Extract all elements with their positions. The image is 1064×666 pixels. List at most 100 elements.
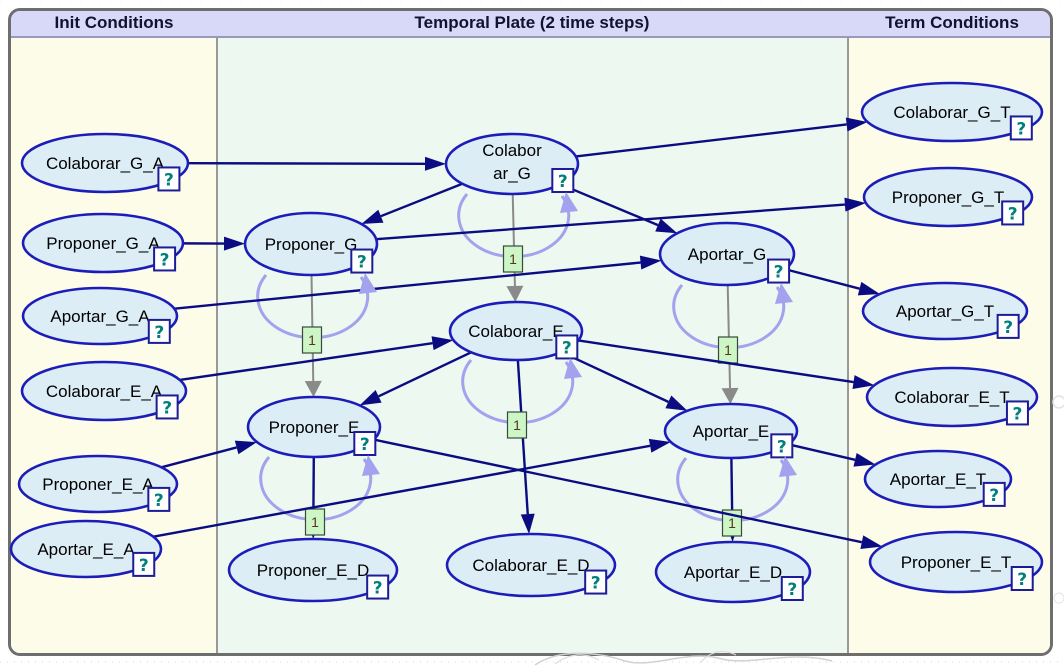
arc-colaborar_e-colaborar_e_t[interactable]: [578, 339, 875, 390]
node-ellipse[interactable]: [658, 221, 796, 287]
arc-colaborar_g_a-colaborar_g[interactable]: [187, 156, 447, 171]
node-aportar_e_t[interactable]: Aportar_E_T?: [863, 449, 1013, 509]
arc-line[interactable]: [153, 444, 651, 538]
node-ellipse[interactable]: [663, 402, 799, 460]
node-label: Proponer_E_A: [42, 475, 154, 494]
node-colaborar_g_t[interactable]: Colaborar_G_T?: [860, 81, 1044, 143]
status-badge: [353, 431, 377, 456]
arc-proponer_e-proponer_e_t[interactable]: [373, 438, 883, 550]
node-ellipse[interactable]: [868, 530, 1044, 594]
arc-colaborar_g-proponer_g[interactable]: [361, 182, 463, 224]
arc-line[interactable]: [380, 182, 463, 218]
arc-line[interactable]: [785, 268, 860, 290]
arc-line[interactable]: [575, 123, 847, 158]
arc-line[interactable]: [161, 446, 237, 469]
arc-colaborar_e-proponer_e[interactable]: [359, 351, 472, 406]
node-colaborar_e_d[interactable]: Colaborar_E_D?: [445, 532, 617, 598]
arc-line[interactable]: [578, 339, 854, 384]
arc-line[interactable]: [378, 351, 472, 398]
temporal-order-badge-proponer_e[interactable]: 1: [304, 508, 326, 536]
node-aportar_e_a[interactable]: Aportar_E_A?: [9, 519, 163, 579]
arc-colaborar_e_a-colaborar_e[interactable]: [179, 336, 454, 382]
arc-colaborar_e-colaborar_e_d[interactable]: [516, 359, 535, 535]
temporal-order-badge[interactable]: [502, 245, 524, 273]
arc-proponer_e_a-proponer_e[interactable]: [161, 440, 257, 469]
temporal-order-badge-colaborar_g[interactable]: 1: [502, 245, 524, 273]
arc-line[interactable]: [187, 162, 426, 165]
node-ellipse[interactable]: [444, 132, 580, 196]
node-label: ar_G: [493, 164, 531, 183]
temporal-order-badge[interactable]: [304, 508, 326, 536]
arc-aportar_g-aportar_g_t[interactable]: [785, 268, 880, 296]
arc-aportar_e_a-aportar_e[interactable]: [153, 438, 671, 538]
arrowhead: [852, 375, 875, 390]
arc-aportar_g_a-aportar_g[interactable]: [174, 255, 662, 310]
node-ellipse[interactable]: [9, 519, 163, 579]
node-colaborar_g[interactable]: Colaborar_G?: [444, 132, 580, 196]
node-colaborar_e_t[interactable]: Colaborar_E_T?: [865, 366, 1039, 428]
node-ellipse[interactable]: [448, 300, 584, 362]
temporal-plate-header: Temporal Plate (2 time steps): [414, 13, 650, 32]
node-ellipse[interactable]: [21, 286, 179, 346]
arc-line[interactable]: [376, 203, 846, 241]
arc-line[interactable]: [560, 183, 659, 227]
temporal-order-badge[interactable]: [301, 326, 323, 354]
temporal-order-badge-aportar_g[interactable]: 1: [717, 336, 739, 364]
node-ellipse[interactable]: [862, 166, 1034, 228]
arc-line[interactable]: [179, 341, 433, 382]
arc-line[interactable]: [560, 350, 669, 403]
node-aportar_g_a[interactable]: Aportar_G_A?: [21, 286, 179, 346]
node-ellipse[interactable]: [445, 532, 617, 598]
node-ellipse[interactable]: [243, 211, 379, 277]
question-mark-icon: ?: [774, 263, 784, 283]
arc-line[interactable]: [373, 438, 863, 544]
node-proponer_e_a[interactable]: Proponer_E_A?: [17, 454, 179, 514]
temporal-order-badge-proponer_g[interactable]: 1: [301, 326, 323, 354]
node-ellipse[interactable]: [20, 132, 190, 194]
arc-colaborar_g-aportar_g[interactable]: [560, 183, 678, 234]
node-ellipse[interactable]: [246, 395, 382, 459]
node-ellipse[interactable]: [861, 281, 1029, 341]
node-ellipse[interactable]: [17, 454, 179, 514]
node-ellipse[interactable]: [865, 366, 1039, 428]
arc-proponer_g-proponer_g_t[interactable]: [376, 197, 866, 241]
node-colaborar_e[interactable]: Colaborar_E?: [448, 300, 584, 362]
node-colaborar_g_a[interactable]: Colaborar_G_A?: [20, 132, 190, 194]
node-label: Aportar_E_T: [890, 470, 986, 489]
question-mark-icon: ?: [160, 250, 170, 270]
arc-colaborar_e-aportar_e[interactable]: [560, 350, 688, 411]
arc-line[interactable]: [174, 261, 641, 310]
temporal-order-badge-colaborar_e[interactable]: 1: [506, 411, 528, 439]
node-aportar_g_t[interactable]: Aportar_G_T?: [861, 281, 1029, 341]
node-proponer_e_d[interactable]: Proponer_E_D?: [227, 537, 399, 603]
node-proponer_e[interactable]: Proponer_E?: [246, 395, 382, 459]
arc-line[interactable]: [788, 443, 856, 461]
node-aportar_e[interactable]: Aportar_E?: [663, 402, 799, 460]
arrowhead: [520, 513, 535, 535]
arrowhead: [648, 438, 671, 453]
node-ellipse[interactable]: [860, 81, 1044, 143]
arc-proponer_g_a-proponer_g[interactable]: [182, 236, 246, 251]
node-colaborar_e_a[interactable]: Colaborar_E_A?: [20, 360, 188, 422]
node-proponer_g[interactable]: Proponer_G?: [243, 211, 379, 277]
arc-aportar_e-aportar_e_t[interactable]: [788, 443, 876, 467]
status-badge: [584, 569, 608, 595]
arc-colaborar_g-colaborar_g_t[interactable]: [575, 117, 868, 158]
node-ellipse[interactable]: [654, 540, 812, 604]
node-proponer_g_a[interactable]: Proponer_G_A?: [21, 212, 185, 274]
node-label: Colaborar_E_D: [472, 556, 589, 575]
arrowhead: [844, 197, 866, 212]
node-proponer_e_t[interactable]: Proponer_E_T?: [868, 530, 1044, 594]
status-badge: [153, 246, 177, 272]
node-ellipse[interactable]: [20, 360, 188, 422]
node-aportar_g[interactable]: Aportar_G?: [658, 221, 796, 287]
node-aportar_e_d[interactable]: Aportar_E_D?: [654, 540, 812, 604]
node-proponer_g_t[interactable]: Proponer_G_T?: [862, 166, 1034, 228]
node-ellipse[interactable]: [21, 212, 185, 274]
status-badge: [780, 576, 804, 601]
node-ellipse[interactable]: [227, 537, 399, 603]
node-ellipse[interactable]: [863, 449, 1013, 509]
temporal-order-badge[interactable]: [506, 411, 528, 439]
